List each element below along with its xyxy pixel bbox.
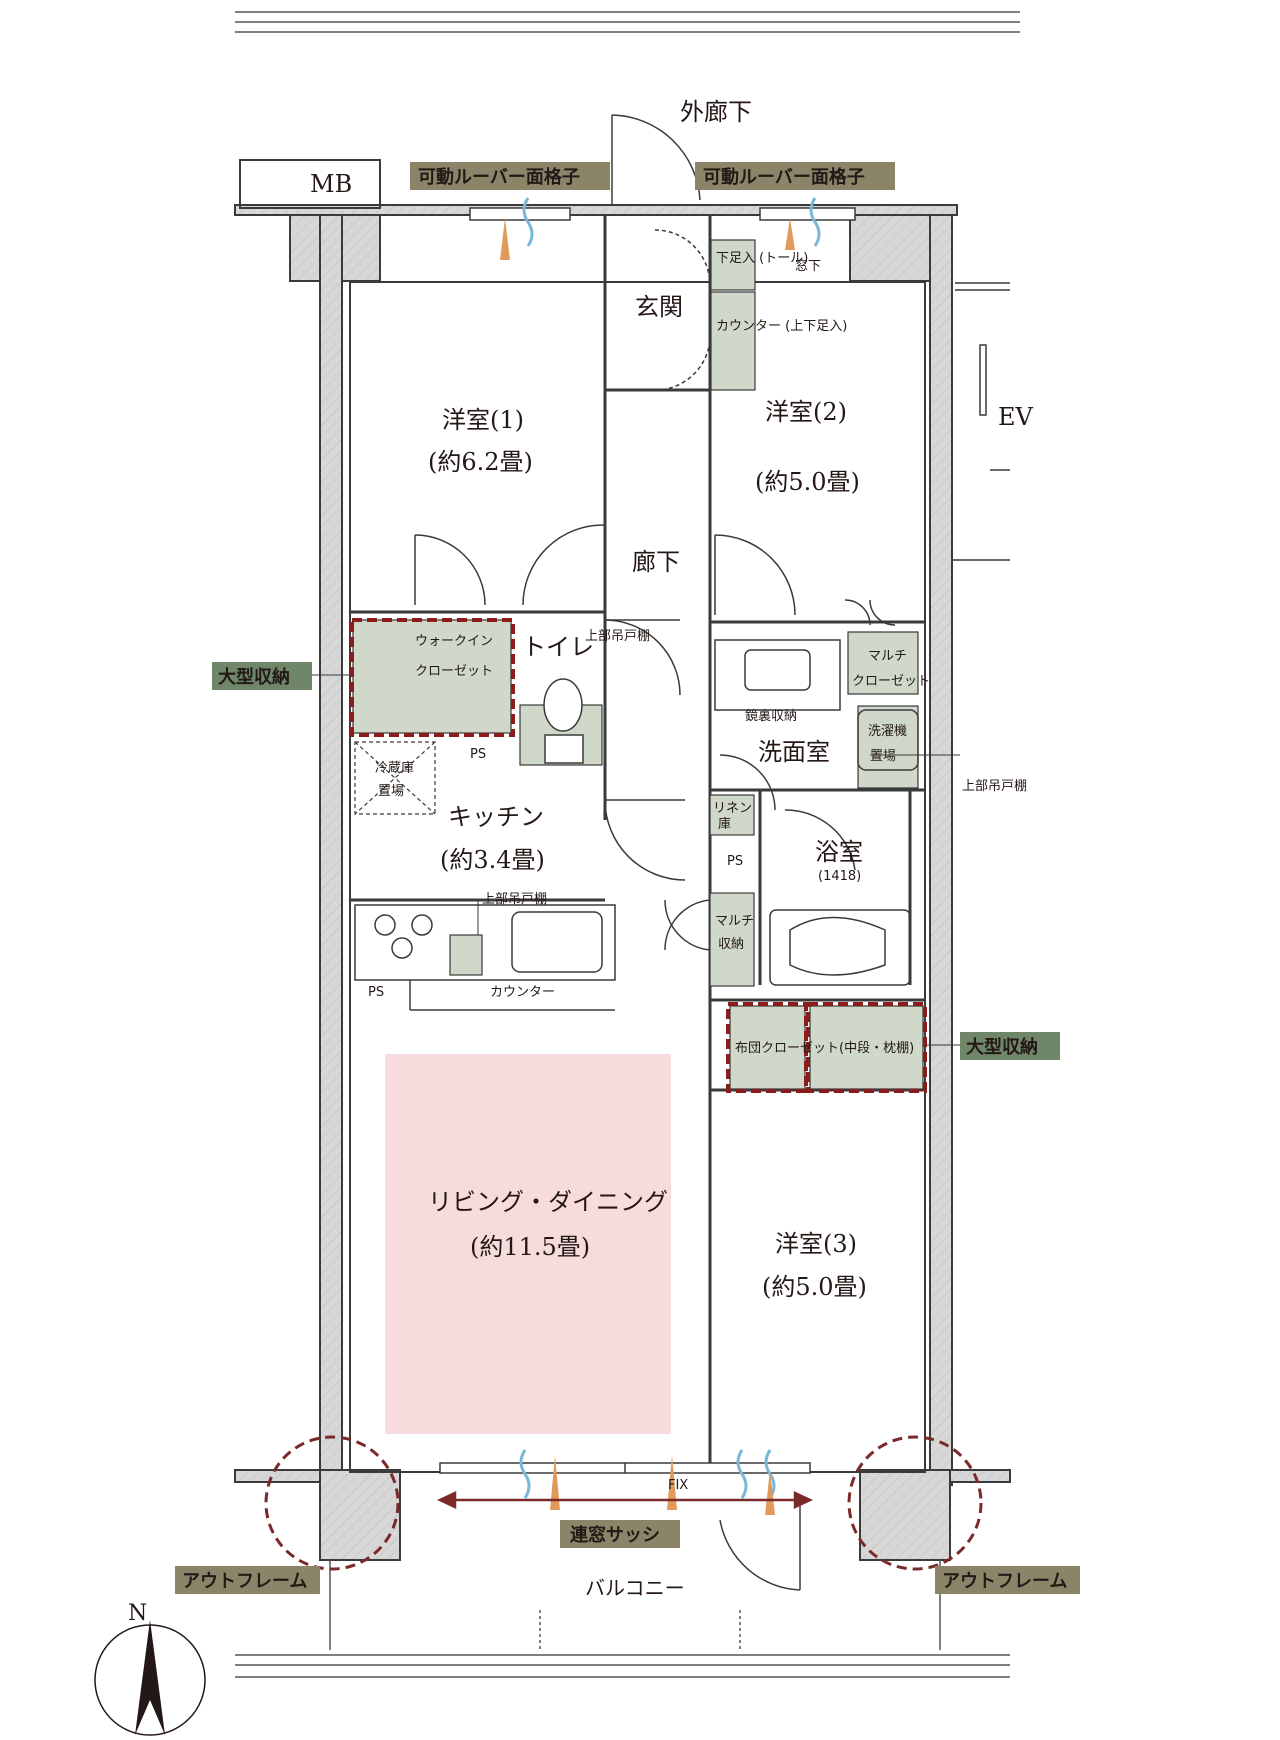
outframe-left-tag-bg: [175, 1566, 320, 1594]
outframe-right-tag-bg: [935, 1566, 1080, 1594]
kitchen-size: (約3.4畳): [440, 846, 545, 874]
ps2-label: PS: [727, 854, 743, 869]
ev-label: EV: [998, 403, 1034, 431]
ps1-label: PS: [470, 747, 486, 762]
toilet-label: トイレ: [522, 633, 594, 661]
room2-size: (約5.0畳): [755, 468, 860, 496]
mb-box: [239, 159, 381, 209]
large-storage-left-tag: 大型収納: [218, 666, 290, 688]
counter-label: カウンター: [490, 985, 555, 1000]
kitchen-label: キッチン: [448, 803, 544, 831]
ps3-label: PS: [368, 985, 384, 1000]
storage-areas: [352, 239, 924, 1090]
louver-left-tag-bg: [410, 162, 610, 190]
balcony-sash: [439, 1462, 811, 1474]
fridge-line2: 置場: [378, 784, 404, 799]
bath-label: 浴室: [815, 838, 863, 866]
stove-burners: [374, 914, 433, 959]
leader-lines: [312, 674, 960, 1046]
mb-label: MB: [310, 170, 352, 198]
room1-label: 洋室(1): [442, 406, 524, 434]
airflow-markers: [500, 197, 821, 1515]
structural-walls: [234, 204, 1011, 1561]
north-label: N: [128, 1601, 147, 1626]
top-windows: [469, 207, 856, 221]
window-below-label: 窓下: [795, 258, 821, 274]
corridor-outside-label: 外廊下: [680, 98, 752, 126]
bath-size: (1418): [818, 869, 861, 884]
room2-label: 洋室(2): [765, 398, 847, 426]
louver-right-tag: 可動ルーバー面格子: [703, 166, 865, 188]
sash-tag-bg: [560, 1520, 680, 1548]
walkin-line2: クローゼット: [415, 664, 493, 679]
living-label: リビング・ダイニング: [428, 1188, 668, 1216]
shoe-low-label: 下足入 (トール): [716, 251, 808, 266]
living-size: (約11.5畳): [470, 1233, 590, 1261]
entrance-label: 玄関: [635, 293, 683, 321]
upper-cab-toilet-label: 上部吊戸棚: [585, 629, 650, 644]
futon-closet-label: 布団クローゼット(中段・枕棚): [735, 1041, 914, 1056]
linen-line2: 庫: [718, 817, 731, 832]
washer-line2: 置場: [870, 749, 896, 764]
walkin-line1: ウォークイン: [415, 634, 493, 649]
outframe-right-tag: アウトフレーム: [942, 1571, 1067, 1592]
large-storage-left-tag-bg: [212, 662, 312, 690]
balcony-railing: [235, 1560, 1010, 1678]
living-dining-highlight: [385, 1054, 671, 1434]
kitchen-counter: [354, 904, 616, 1011]
room3-size: (約5.0畳): [762, 1273, 867, 1301]
large-storage-right-tag: 大型収納: [966, 1036, 1038, 1058]
mirror-storage-label: 鏡裏収納: [745, 709, 797, 724]
bathtub: [769, 909, 911, 986]
hallway-label: 廊下: [632, 548, 680, 576]
upper-cab-right-label: 上部吊戸棚: [962, 779, 1027, 794]
sash-tag: 連窓サッシ: [570, 1524, 660, 1546]
multi-closet-line1: マルチ: [868, 649, 907, 664]
upper-railing: [235, 11, 1020, 33]
fridge-space: [354, 741, 436, 815]
vanity: [714, 639, 841, 711]
counter-shoe-label: カウンター (上下足入): [716, 319, 847, 334]
fridge-line1: 冷蔵庫: [375, 761, 414, 776]
large-storage-borders: [350, 618, 927, 1093]
balcony-label: バルコニー: [585, 1576, 685, 1600]
multi-storage-line2: 収納: [718, 937, 744, 952]
north-compass: [94, 1620, 206, 1736]
linen-line1: リネン: [713, 801, 752, 816]
fix-label: FIX: [668, 1478, 688, 1493]
multi-storage-line1: マルチ: [715, 914, 754, 929]
room1-size: (約6.2畳): [428, 448, 533, 476]
washer-line1: 洗濯機: [868, 724, 907, 739]
upper-cab-kitchen-label: 上部吊戸棚: [482, 892, 547, 907]
multi-closet-line2: クローゼット: [852, 674, 930, 689]
room3-label: 洋室(3): [775, 1230, 857, 1258]
toilet-fixture: [543, 678, 584, 764]
louver-right-tag-bg: [695, 162, 895, 190]
louver-left-tag: 可動ルーバー面格子: [418, 166, 580, 188]
outframe-circles: [264, 1435, 983, 1571]
washer-unit: [857, 709, 919, 771]
outframe-left-tag: アウトフレーム: [182, 1571, 307, 1592]
sash-arrow: [437, 1491, 813, 1509]
washroom-label: 洗面室: [758, 738, 830, 766]
ev-shaft: [952, 282, 1010, 561]
door-swings: [414, 114, 896, 1591]
large-storage-right-tag-bg: [960, 1032, 1060, 1060]
